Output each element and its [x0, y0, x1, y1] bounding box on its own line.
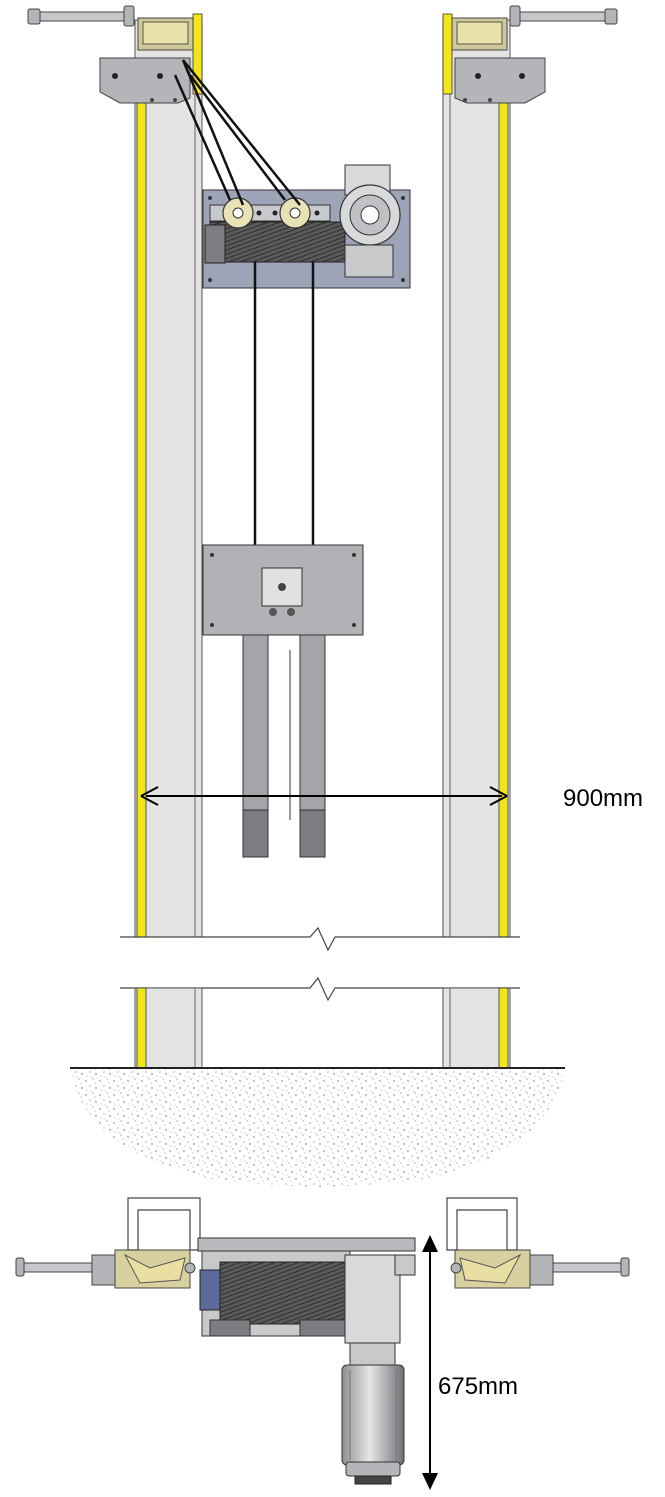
width-dimension-label: 900mm: [563, 785, 644, 812]
right-top-clamp: [451, 5, 618, 104]
top-plate: [197, 1237, 416, 1252]
right-post: [442, 13, 511, 938]
depth-dimension: [422, 1235, 438, 1490]
right-side-clamp: [446, 1197, 630, 1289]
motor-drum-plate: [202, 164, 411, 289]
depth-dimension-label: 675mm: [438, 1373, 519, 1400]
post-stubs: [134, 987, 511, 1069]
width-dimension: [140, 786, 508, 806]
left-side-clamp: [15, 1197, 201, 1289]
left-post: [134, 13, 203, 938]
double-headed-arrow-icon: [140, 786, 159, 806]
top-view: [15, 1197, 630, 1490]
carriage: [202, 544, 364, 858]
gearbox: [344, 1254, 401, 1344]
break-lines: [120, 926, 520, 1002]
cables: [173, 59, 315, 645]
front-view: [27, 5, 618, 1187]
ground-mound: [70, 1067, 565, 1187]
electric-motor: [341, 1342, 405, 1485]
winch-drum: [199, 1250, 351, 1337]
left-top-clamp: [27, 5, 194, 104]
